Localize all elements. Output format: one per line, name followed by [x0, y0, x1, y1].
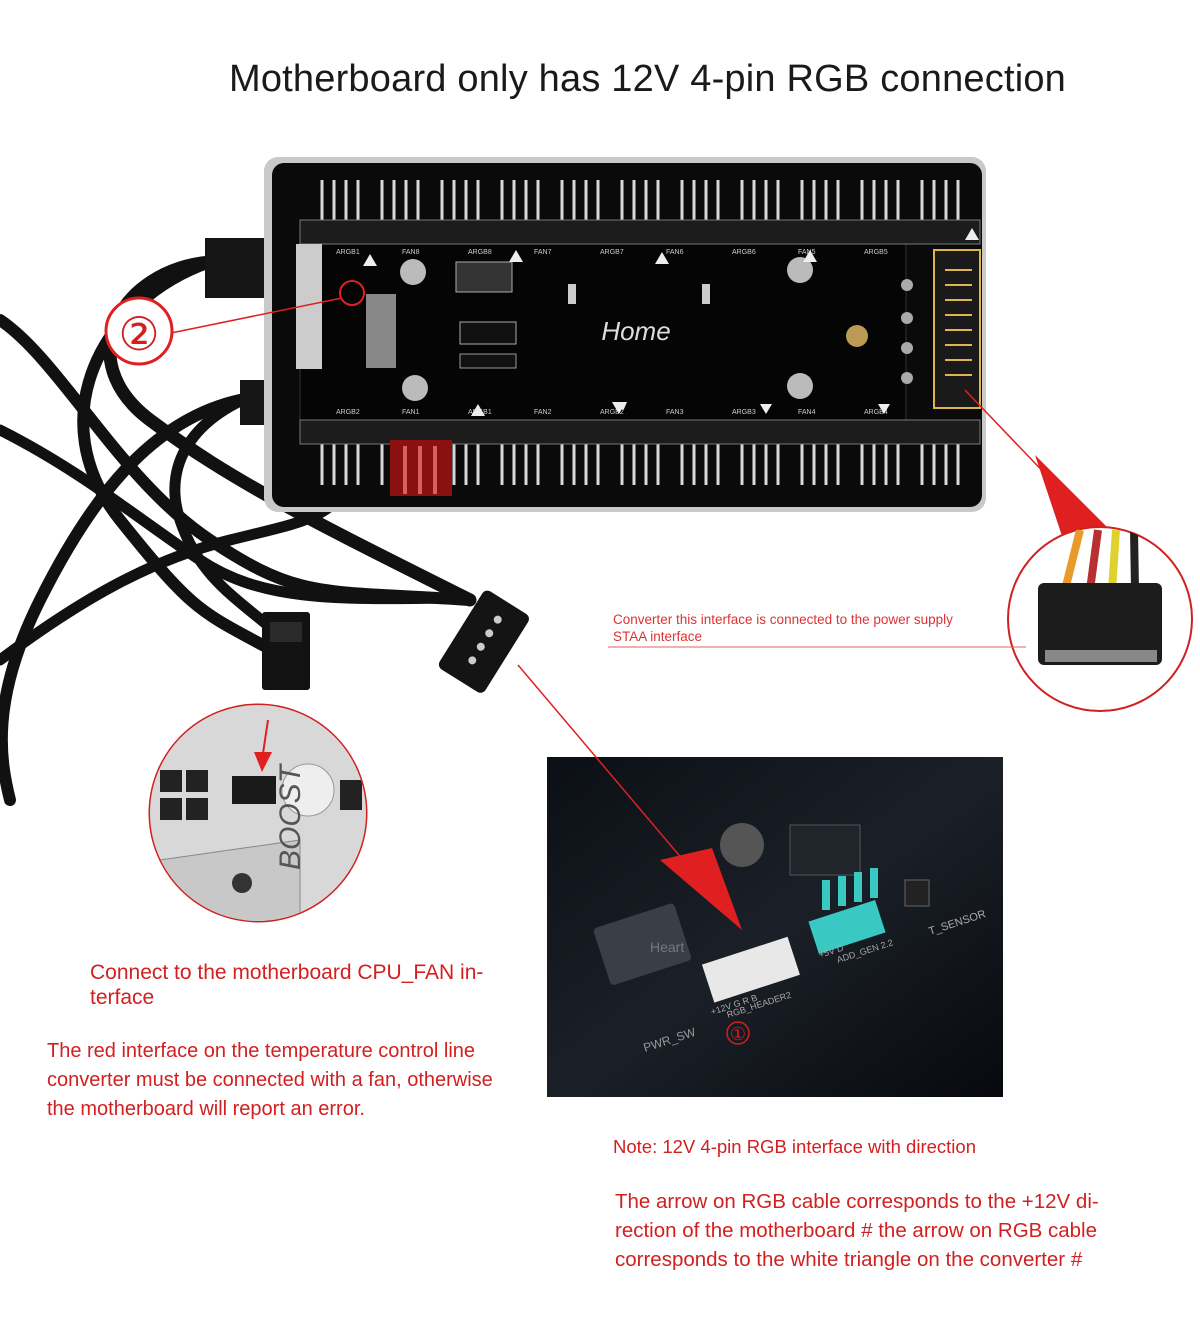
board-label: ARGB2: [600, 409, 624, 416]
rgb-4pin-connector: [438, 590, 529, 693]
psu-note-line2: STAA interface: [613, 629, 703, 644]
board-label: FAN2: [534, 409, 552, 416]
board-label: FAN8: [402, 249, 420, 256]
arrow-note: The arrow on RGB cable corresponds to th…: [615, 1190, 1099, 1271]
board-label: ARGB3: [732, 409, 756, 416]
psu-arrow: [964, 389, 1112, 545]
callout-2: ②: [104, 280, 365, 366]
motherboard-photo: Heart +12V G R B RGB_HEADER2 +5V D ADD_G…: [547, 757, 1003, 1097]
capacitor-c1: [787, 257, 813, 283]
board-label: FAN3: [666, 409, 684, 416]
psu-sata-inset: [1007, 526, 1193, 712]
board-label: ARGB7: [600, 249, 624, 256]
ic-chip: [459, 321, 517, 345]
capacitor-c3: [400, 259, 426, 285]
heart-logo: Heart: [650, 939, 684, 955]
board-label: ARGB4: [864, 409, 888, 416]
resistor-array: [366, 294, 396, 368]
argb-header: [808, 868, 886, 954]
cpu-fan-inset: BOOST: [148, 703, 368, 923]
warning-note: The red interface on the temperature con…: [47, 1040, 493, 1120]
board-cable-connector-top: [205, 238, 270, 298]
capacitor-c4: [402, 375, 428, 401]
board-label: ARGB6: [732, 249, 756, 256]
page-title: Motherboard only has 12V 4-pin RGB conne…: [228, 58, 1067, 100]
mount-screw: [846, 325, 868, 347]
direction-triangles: [363, 228, 979, 416]
rgb-direction-arrow: [517, 664, 742, 930]
board-label: ARGB8: [468, 249, 492, 256]
board-label: FAN6: [666, 249, 684, 256]
board-label: FAN7: [534, 249, 552, 256]
cpu-fan-note: Connect to the motherboard CPU_FAN in-te…: [90, 961, 484, 1009]
board-label: FAN5: [798, 249, 816, 256]
board-label: ARGB5: [864, 249, 888, 256]
chip-block: [455, 261, 513, 293]
psu-note: Converter this interface is connected to…: [613, 611, 953, 645]
board-label: ARGB1: [336, 249, 360, 256]
board-label: FAN4: [798, 409, 816, 416]
boost-text: BOOST: [274, 762, 307, 870]
direction-note: Note: 12V 4-pin RGB interface with direc…: [613, 1136, 976, 1157]
board-brand-logo: Home: [601, 316, 670, 346]
callout-2-label: ②: [118, 308, 159, 360]
board-label: ARGB2: [336, 409, 360, 416]
callout-1-label: ①: [730, 1024, 746, 1044]
capacitor-c2: [787, 373, 813, 399]
rgb-header: [701, 936, 800, 1003]
psu-note-line1: Converter this interface is connected to…: [613, 612, 953, 627]
board-label: FAN1: [402, 409, 420, 416]
